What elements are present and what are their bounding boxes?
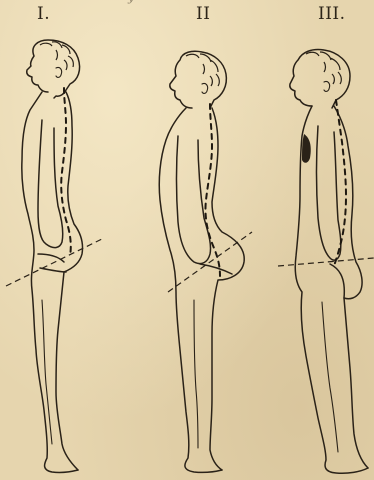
figure-2-inner-leg — [194, 300, 198, 448]
figure-3-buttock — [330, 264, 344, 298]
figure-2-arm — [177, 136, 211, 264]
figure-3-hair — [306, 52, 341, 84]
figure-2-back-outline — [210, 108, 244, 470]
figure-3-arm — [317, 126, 341, 260]
figure-1 — [6, 40, 104, 472]
figure-1-ear — [56, 67, 62, 77]
figure-2-front-outline — [159, 108, 222, 472]
figure-1-arm — [38, 120, 63, 248]
figure-3-pelvis-line — [278, 258, 374, 266]
figure-2 — [159, 51, 252, 472]
figure-1-inner-leg — [42, 300, 52, 444]
figure-3-back-outline — [334, 106, 368, 468]
figure-3-chest-shading — [302, 134, 311, 163]
figure-1-head — [27, 40, 80, 98]
figure-2-hair — [186, 54, 219, 86]
figure-3-ear — [324, 81, 330, 91]
figure-3-inner-leg — [322, 302, 338, 452]
figure-3 — [278, 49, 374, 473]
figure-2-head — [170, 51, 227, 108]
figure-2-ear — [202, 83, 208, 93]
figure-1-front-outline — [22, 92, 78, 472]
figure-1-back-outline — [56, 92, 83, 470]
figure-1-pelvis-line — [6, 238, 104, 286]
